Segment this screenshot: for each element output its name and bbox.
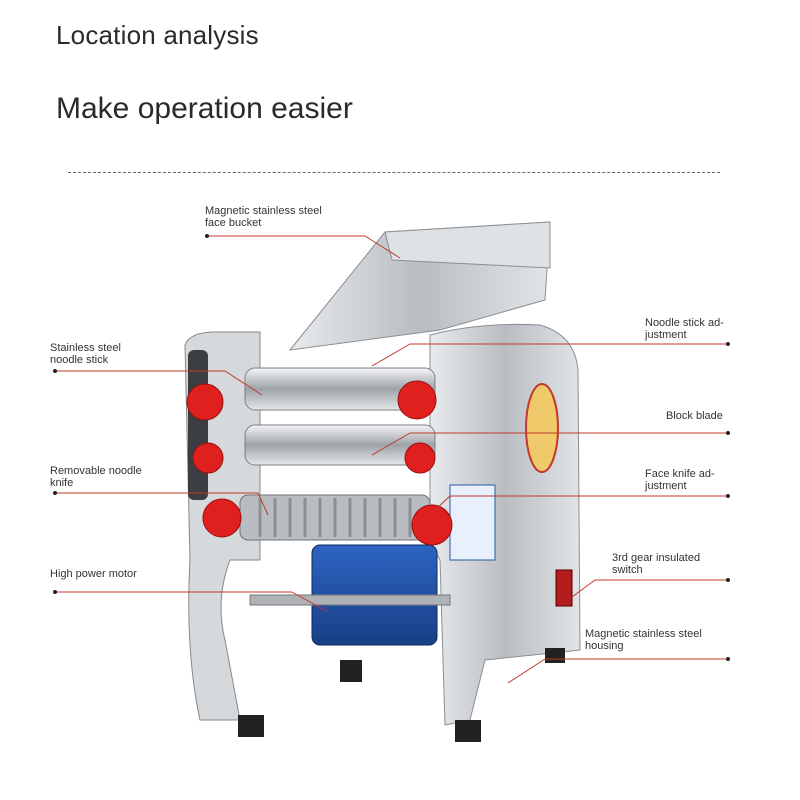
housing: [429, 323, 581, 742]
dashed-divider: [68, 172, 720, 173]
label-block-blade: Block blade: [666, 410, 723, 422]
noodle-stick: [244, 367, 436, 466]
leader-lines: [55, 235, 728, 684]
label-knife-adjustment: Face knife ad-justment: [645, 468, 715, 492]
page-title: Location analysis: [56, 20, 259, 50]
label-stick-adjustment: Noodle stick ad-justment: [645, 317, 724, 341]
face-bucket: [288, 221, 551, 351]
page-subtitle: Make operation easier: [56, 92, 353, 125]
leader-dots: [53, 234, 730, 661]
noodle-knife: [239, 494, 431, 541]
motor: [249, 544, 451, 682]
label-motor: High power motor: [50, 568, 137, 580]
adjustment-knobs: [186, 380, 453, 546]
